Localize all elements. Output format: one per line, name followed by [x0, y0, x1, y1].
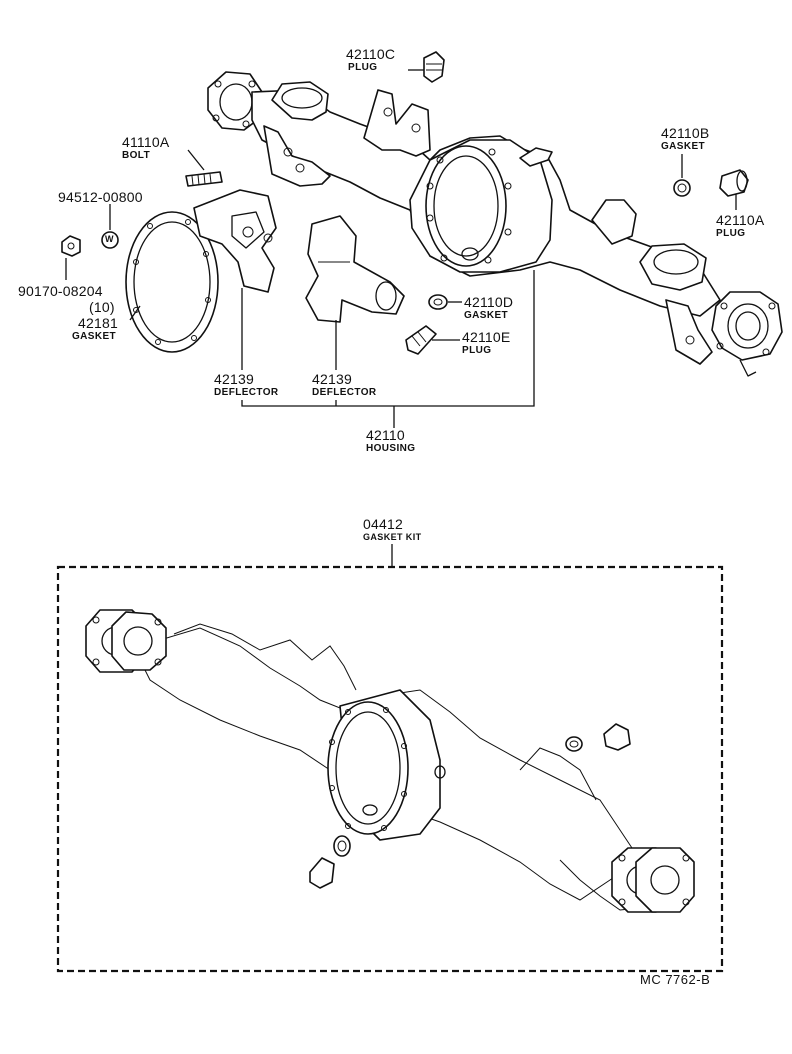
gasket-42110d-number: 42110D	[464, 294, 514, 310]
deflector-left-drawing	[193, 189, 277, 293]
diagram-reference: MC 7762-B	[640, 972, 711, 987]
housing-number: 42110	[366, 427, 405, 443]
plug-42110c-number: 42110C	[346, 46, 396, 62]
gasket-42110b-number: 42110B	[661, 125, 710, 141]
deflector-right-number: 42139	[312, 371, 352, 387]
plug-42110a-number: 42110A	[716, 212, 765, 228]
washer-number: 94512-00800	[58, 189, 143, 205]
plug-42110e-drawing	[405, 325, 437, 355]
gasket-42110b-drawing	[673, 179, 691, 197]
deflector-right-drawing	[305, 215, 405, 323]
leader-lines-upper	[65, 69, 737, 428]
gasket-42110d-name: GASKET	[464, 310, 509, 321]
plug-42110a-drawing	[719, 169, 749, 197]
nut-number: 90170-08204	[18, 283, 103, 299]
plug-42110c-drawing	[423, 51, 445, 83]
nut-drawing	[61, 235, 81, 257]
deflector-left-number: 42139	[214, 371, 254, 387]
deflector-right-name: DEFLECTOR	[312, 387, 377, 398]
plug-42110a-name: PLUG	[716, 228, 746, 239]
gasket-kit-number: 04412	[363, 516, 403, 532]
nut-qty: (10)	[89, 299, 115, 315]
gasket-kit-name: GASKET KIT	[363, 532, 422, 542]
cover-gasket-drawing	[125, 211, 219, 353]
gasket-42181-number: 42181	[78, 315, 118, 331]
bolt-41110a-number: 41110A	[122, 134, 170, 150]
gasket-kit-drawing	[85, 609, 695, 913]
washer-symbol: W	[105, 234, 114, 244]
washer-drawing	[101, 231, 119, 249]
gasket-kit-box	[56, 544, 724, 973]
gasket-42110d-drawing	[428, 294, 448, 310]
gasket-42181-name: GASKET	[72, 331, 117, 342]
gasket-42110b-name: GASKET	[661, 141, 706, 152]
axle-housing-drawing	[207, 71, 783, 377]
bolt-41110a-drawing	[185, 171, 223, 187]
plug-42110c-name: PLUG	[348, 62, 378, 73]
bolt-41110a-name: BOLT	[122, 150, 151, 161]
plug-42110e-number: 42110E	[462, 329, 511, 345]
deflector-left-name: DEFLECTOR	[214, 387, 279, 398]
housing-name: HOUSING	[366, 443, 416, 454]
plug-42110e-name: PLUG	[462, 345, 492, 356]
